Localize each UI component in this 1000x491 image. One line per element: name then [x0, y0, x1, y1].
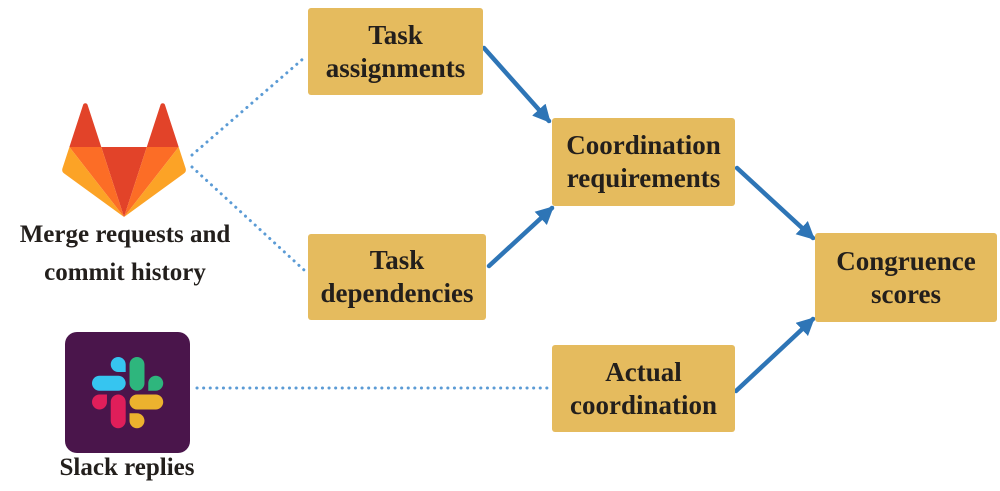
- slack-icon: [65, 332, 190, 453]
- node-label-coordination-requirements: Coordination requirements: [566, 130, 721, 193]
- gitlab-source-label: Merge requests and commit history: [19, 221, 231, 286]
- arrow-coordination-requirements-to-congruence-scores: [734, 165, 816, 241]
- slack-source-label: Slack replies: [59, 454, 195, 481]
- source-gitlab: [62, 103, 186, 218]
- node-actual-coordination: Actual coordination: [552, 345, 735, 432]
- arrow-task-dependencies-to-coordination-requirements: [486, 205, 555, 269]
- node-task-dependencies: Task dependencies: [308, 234, 486, 320]
- node-task-assignments: Task assignments: [308, 8, 483, 95]
- node-label-task-dependencies: Task dependencies: [320, 245, 474, 308]
- node-label-congruence-scores: Congruence scores: [836, 245, 976, 309]
- node-label-actual-coordination: Actual coordination: [569, 356, 717, 420]
- arrow-actual-coordination-to-congruence-scores: [733, 316, 816, 394]
- dotted-line-gitlab-to-task-assignments: [190, 56, 306, 157]
- node-coordination-requirements: Coordination requirements: [552, 118, 735, 206]
- node-congruence-scores: Congruence scores: [815, 233, 997, 322]
- gitlab-icon: [62, 103, 186, 218]
- arrow-task-assignments-to-coordination-requirements: [481, 45, 552, 124]
- source-slack: [65, 332, 190, 453]
- node-label-task-assignments: Task assignments: [325, 19, 466, 83]
